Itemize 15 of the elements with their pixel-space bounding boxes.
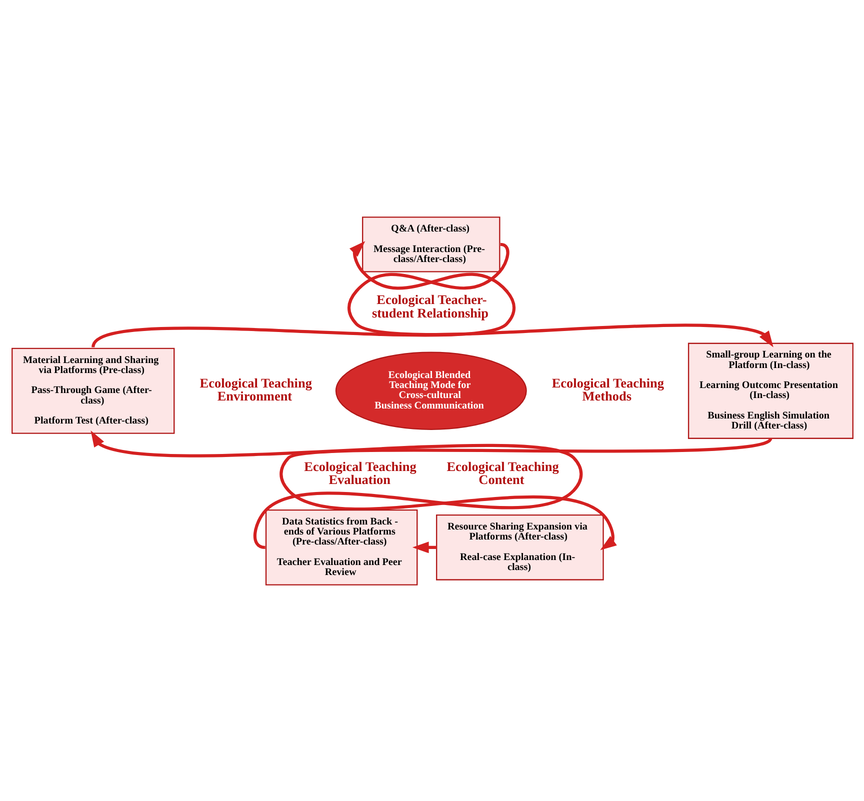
node-box: Data Statistics from Back - ends of Various Platforms (Pre-class/After-class) Teacher Evaluation and Peer Review <box>264 508 418 585</box>
node-ellipse: Ecological Blended Teaching Mode for Cross-cultural Business Communication <box>334 351 526 430</box>
arrow <box>91 240 515 348</box>
label: Ecological Teaching Content <box>446 458 558 487</box>
label: Ecological Teaching Methods <box>551 374 664 404</box>
arrow <box>347 242 773 347</box>
node-box: Material Learning and Sharing via Platforms (Pre-class) Pass-Through Game (After-class) Platform Test (After-class) <box>11 347 174 434</box>
label: Ecological Teaching Environment <box>199 374 312 404</box>
arrow <box>279 436 772 550</box>
label: Ecological Teacher-student Relationship <box>371 292 488 320</box>
arrow <box>412 541 436 553</box>
label: Ecological Teaching Evaluation <box>304 458 416 487</box>
node-box: Small-group Learning on the Platform (In-class) Learning Outcomc Presentation (In-class) Business English Simulation Drill (After-class) <box>687 342 853 438</box>
node-box: Q&A (After-class) Message Interaction (Pre-class/After-class) <box>362 216 500 272</box>
node-box: Resource Sharing Expansion via Platforms (After-class) Real-case Explanation (In-class) <box>436 514 604 580</box>
